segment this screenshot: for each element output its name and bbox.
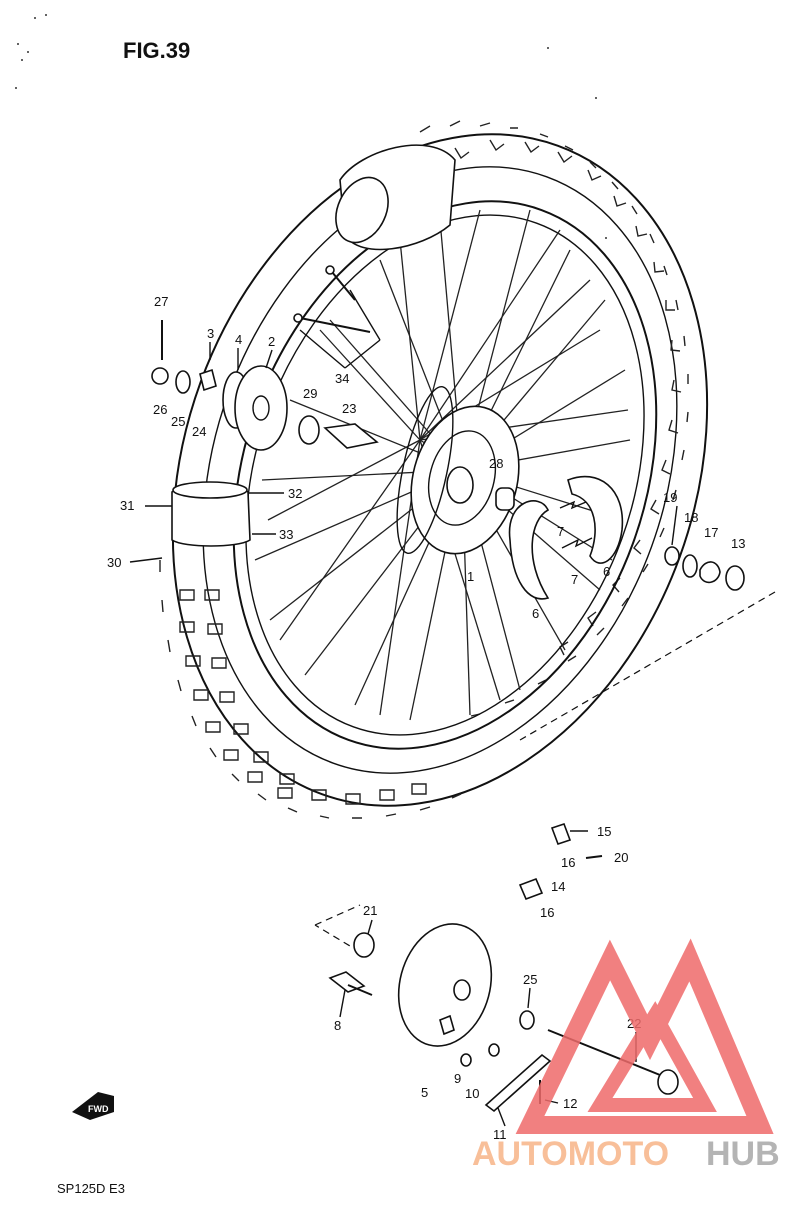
callout-20: 20 <box>614 850 628 865</box>
axle-line-upper <box>519 591 776 741</box>
callout-24: 24 <box>192 424 206 439</box>
callout-33: 33 <box>279 527 293 542</box>
callout-27: 27 <box>154 294 168 309</box>
callout-8: 8 <box>334 1018 341 1033</box>
axle-line-lower <box>314 904 361 953</box>
rim-band <box>335 144 456 251</box>
watermark-text-primary: AUTOMOTO <box>472 1135 669 1173</box>
callout-3: 3 <box>207 326 214 341</box>
callout-16b: 16 <box>540 905 554 920</box>
callout-4: 4 <box>235 332 242 347</box>
callout-21: 21 <box>363 903 377 918</box>
callout-11: 11 <box>493 1127 507 1142</box>
callout-18: 18 <box>684 510 698 525</box>
callout-7b: 7 <box>571 572 578 587</box>
callout-6a: 6 <box>603 564 610 579</box>
callout-13: 13 <box>731 536 745 551</box>
callout-32: 32 <box>288 486 302 501</box>
fwd-arrow: FWD <box>72 1092 114 1120</box>
hub <box>396 386 520 555</box>
right-side-parts <box>664 546 745 591</box>
callout-19: 19 <box>663 490 677 505</box>
callout-14: 14 <box>551 879 565 894</box>
callout-15: 15 <box>597 824 611 839</box>
callout-25: 25 <box>171 414 185 429</box>
tire <box>159 120 709 819</box>
fwd-label: FWD <box>88 1104 109 1114</box>
tube <box>171 481 251 547</box>
callout-34: 34 <box>335 371 349 386</box>
figure-title: FIG.39 <box>123 38 190 63</box>
left-hub-parts <box>151 320 515 511</box>
callout-7a: 7 <box>557 524 564 539</box>
callout-28: 28 <box>489 456 503 471</box>
callout-2: 2 <box>268 334 275 349</box>
model-label: SP125D E3 <box>57 1181 125 1196</box>
callout-31: 31 <box>120 498 134 513</box>
brake-shoes <box>508 475 624 600</box>
callout-16a: 16 <box>561 855 575 870</box>
callout-29: 29 <box>303 386 317 401</box>
scan-specks <box>15 14 607 239</box>
callout-12: 12 <box>563 1096 577 1111</box>
callout-1: 1 <box>467 569 474 584</box>
watermark-text-secondary: HUB <box>706 1135 780 1173</box>
callout-9: 9 <box>454 1071 461 1086</box>
callout-23: 23 <box>342 401 356 416</box>
callout-10: 10 <box>465 1086 479 1101</box>
callout-26: 26 <box>153 402 167 417</box>
callout-17: 17 <box>704 525 718 540</box>
callout-25b: 25 <box>523 972 537 987</box>
watermark-logo: AUTOMOTO HUB <box>472 938 780 1173</box>
callout-6b: 6 <box>532 606 539 621</box>
callout-5: 5 <box>421 1085 428 1100</box>
front-wheel <box>159 120 709 819</box>
callouts: 27 3 4 2 26 25 24 29 23 34 28 31 32 33 3… <box>107 294 745 1142</box>
loose-spokes <box>293 265 381 341</box>
callout-30: 30 <box>107 555 121 570</box>
